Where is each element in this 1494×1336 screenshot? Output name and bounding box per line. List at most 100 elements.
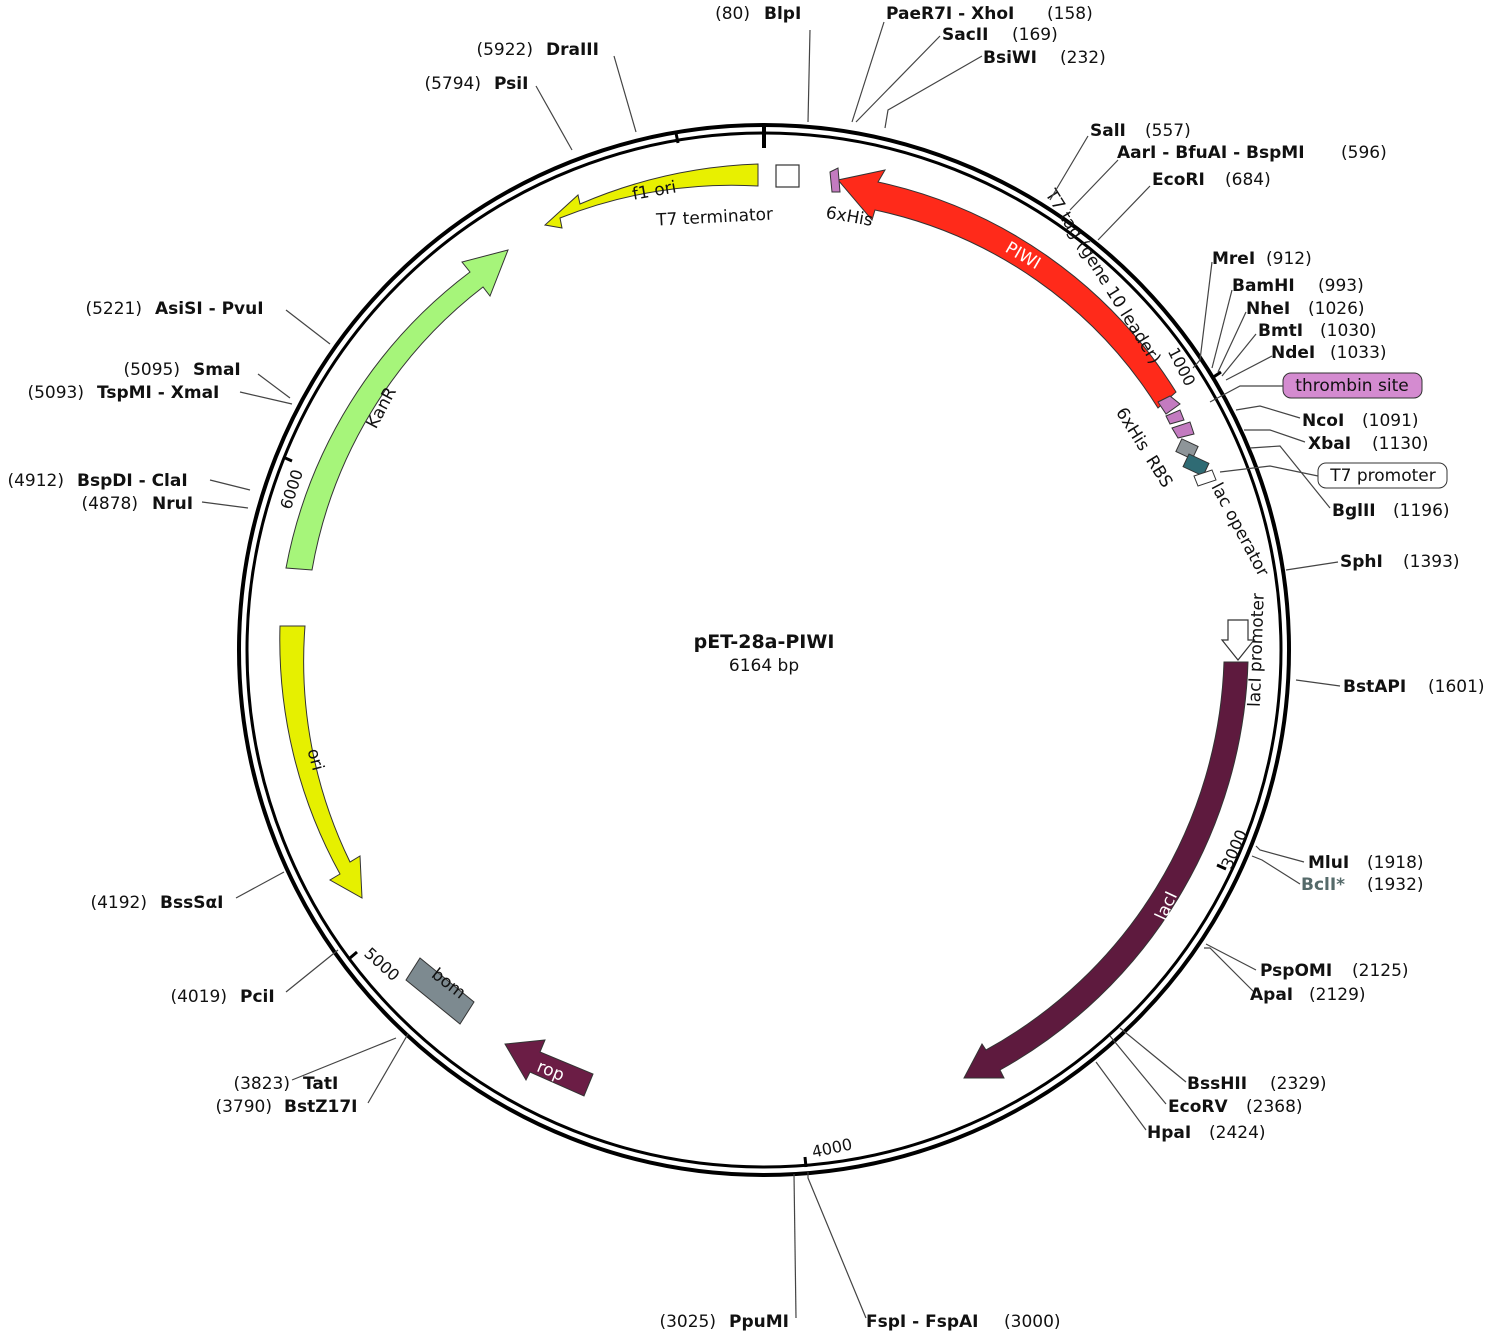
site-pos: (232) [1060, 48, 1106, 68]
laci-promoter-arrow [1220, 619, 1256, 661]
site-pos: (2329) [1270, 1074, 1327, 1094]
site-name: PpuMI [729, 1312, 789, 1332]
site-pos: (80) [715, 4, 750, 24]
kanr-feature[interactable] [285, 249, 509, 571]
site-pos: (557) [1145, 121, 1191, 141]
site-name: PciI [240, 987, 275, 1007]
site-name: EcoRV [1168, 1097, 1228, 1117]
site-pos: (596) [1341, 143, 1387, 163]
site-name: PspOMI [1260, 961, 1332, 981]
site-name: BmtI [1258, 321, 1303, 341]
site-name: BstAPI [1343, 677, 1406, 697]
thrombin-feature [1165, 409, 1185, 425]
ori-feature[interactable] [279, 625, 363, 899]
site-name: TatI [303, 1074, 338, 1094]
site-pos: (1393) [1403, 552, 1460, 572]
site-name: PaeR7I - XhoI [886, 4, 1014, 24]
laci-feature[interactable] [963, 661, 1249, 1079]
tick-5000-mark [282, 455, 293, 463]
lac-operator-label: lac operator [1207, 480, 1273, 580]
site-pos: (2368) [1246, 1097, 1303, 1117]
his-tag-bottom [1171, 421, 1195, 439]
site-pos: (5221) [85, 299, 142, 319]
f1-ori-label: f1 ori [631, 177, 678, 204]
site-name: HpaI [1147, 1123, 1191, 1143]
t7-promoter-feature [1193, 469, 1217, 487]
site-name: BamHI [1232, 276, 1295, 296]
f1-ori-feature[interactable] [543, 163, 759, 229]
site-name: NheI [1246, 299, 1290, 319]
tick-3000: 4000 [810, 1135, 854, 1162]
site-name: NcoI [1302, 411, 1344, 431]
bom-feature[interactable] [405, 957, 475, 1025]
site-name: TspMI - XmaI [97, 383, 219, 403]
site-pos: (2424) [1209, 1123, 1266, 1143]
site-pos: (4192) [90, 893, 147, 913]
site-name: BglII [1332, 501, 1376, 521]
plasmid-name: pET-28a-PIWI [694, 631, 835, 653]
t7-terminator-label: T7 terminator [655, 205, 774, 231]
tick-2000-mark [1216, 863, 1227, 871]
site-name: BssSαI [160, 893, 223, 913]
site-name: AsiSI - PvuI [155, 299, 264, 319]
backbone-outer [237, 123, 1291, 1177]
lac-operator-feature [1182, 453, 1210, 477]
his-tag-top [829, 167, 841, 193]
site-name: MluI [1308, 853, 1349, 873]
site-pos: (1932) [1367, 875, 1424, 895]
site-pos: (5794) [424, 74, 481, 94]
site-pos: (4878) [81, 494, 138, 514]
tick-2000: 3000 [1217, 827, 1251, 872]
rop-feature[interactable] [504, 1039, 594, 1097]
site-pos: (2129) [1309, 985, 1366, 1005]
piwi-feature[interactable] [837, 169, 1177, 409]
site-pos: (169) [1012, 25, 1058, 45]
site-name: BstZ17I [284, 1097, 358, 1117]
site-pos: (3823) [233, 1074, 290, 1094]
site-pos: (3000) [1004, 1312, 1061, 1332]
tick-6000-mark [674, 132, 680, 144]
site-pos: (1918) [1367, 853, 1424, 873]
t7-terminator-box [775, 164, 800, 188]
site-pos: (5922) [476, 40, 533, 60]
laci-promoter-label: lacI promoter [1245, 593, 1269, 707]
tick-1000-mark [1211, 370, 1222, 380]
site-name: DraIII [546, 40, 599, 60]
his-bottom-label: 6xHis [1111, 404, 1153, 455]
site-name: MreI [1212, 249, 1255, 269]
site-pos: (5093) [27, 383, 84, 403]
site-pos: (993) [1318, 276, 1364, 296]
site-pos: (1026) [1308, 299, 1365, 319]
site-name: SalI [1090, 121, 1126, 141]
site-name: BclI* [1301, 875, 1345, 895]
site-pos: (684) [1225, 170, 1271, 190]
site-pos: (912) [1266, 249, 1312, 269]
site-name: SmaI [193, 360, 241, 380]
site-pos: (3025) [659, 1312, 716, 1332]
site-name: PsiI [494, 74, 528, 94]
site-pos: (1601) [1428, 677, 1485, 697]
site-pos: (4912) [7, 471, 64, 491]
site-pos: (2125) [1352, 961, 1409, 981]
site-pos: (1196) [1393, 501, 1450, 521]
tick-4000-mark [349, 950, 358, 960]
site-name: NdeI [1271, 343, 1315, 363]
site-name: BsiWI [983, 48, 1037, 68]
site-name: FspI - FspAI [866, 1312, 979, 1332]
site-pos: (3790) [215, 1097, 272, 1117]
site-pos: (5095) [123, 360, 180, 380]
t7-tag-feature [1157, 395, 1181, 415]
site-pos: (4019) [170, 987, 227, 1007]
plasmid-size: 6164 bp [729, 656, 799, 676]
thrombin-site-label: thrombin site [1295, 376, 1408, 396]
t7-promoter-label: T7 promoter [1329, 466, 1436, 486]
site-name: EcoRI [1152, 170, 1205, 190]
site-pos: (1033) [1330, 343, 1387, 363]
site-name: BssHII [1187, 1074, 1247, 1094]
site-pos: (1130) [1372, 434, 1429, 454]
thrombin-leader [1209, 385, 1283, 403]
rbs-feature [1175, 438, 1199, 460]
site-name: NruI [152, 494, 193, 514]
tick-3000-mark [803, 1156, 808, 1168]
